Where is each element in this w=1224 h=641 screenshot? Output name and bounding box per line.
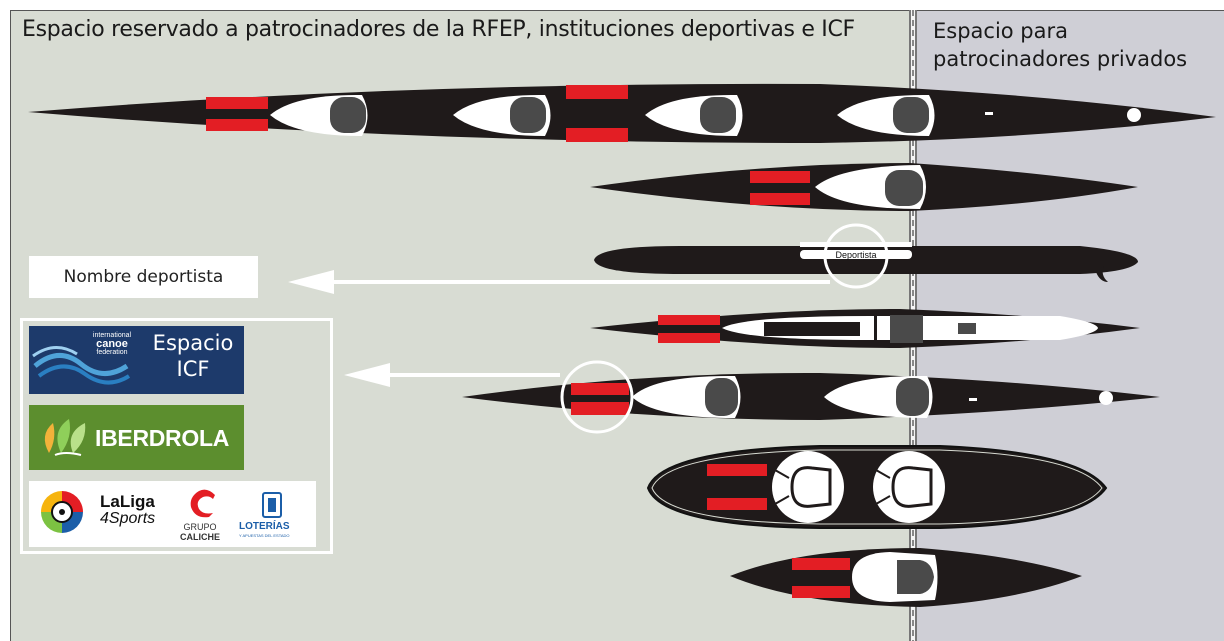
grupo-line2: CALICHE <box>180 532 220 542</box>
icf-title-line1: Espacio <box>152 331 234 355</box>
athlete-name-box: Nombre deportista <box>29 256 258 298</box>
rafting-boat-icon <box>646 445 1108 529</box>
k2-kayak-icon <box>462 360 1160 434</box>
iberdrola-wordmark: IBERDROLA <box>95 425 230 451</box>
paddle-board-icon: Deportista <box>594 223 1138 289</box>
loterias-icon <box>262 492 282 518</box>
icf-small-line2: federation <box>96 349 128 356</box>
icf-small-line1: international <box>92 332 132 339</box>
grupo-line1: GRUPO <box>183 522 217 532</box>
paddle-board-name-label: Deportista <box>835 250 876 260</box>
sponsor-logos-strip: LaLiga 4Sports GRUPO CALICHE LOTERÍAS Y … <box>29 481 316 547</box>
leaves-icon <box>44 419 86 456</box>
icf-wordmark: international canoe federation <box>85 332 139 356</box>
private-zone-title: Espacio para patrocinadores privados <box>933 17 1218 73</box>
logo-frame <box>20 318 333 554</box>
c1-canoe-icon <box>590 309 1140 348</box>
laliga-wordmark: LaLiga <box>100 492 155 511</box>
arrow-left-icon <box>288 270 830 294</box>
icf-space-title: Espacio ICF <box>147 330 239 382</box>
icf-wave-icon <box>32 346 131 385</box>
loterias-wordmark: LOTERÍAS <box>239 521 290 532</box>
icf-brand: canoe <box>96 338 128 350</box>
grupo-caliche-icon <box>190 489 215 518</box>
k4-kayak-icon <box>28 83 1216 143</box>
slalom-kayak-icon <box>730 548 1082 607</box>
laliga-4sports: 4Sports <box>100 510 156 527</box>
icf-title-line2: ICF <box>176 357 210 381</box>
private-zone-title-line1: Espacio para <box>933 19 1069 43</box>
k1-kayak-icon <box>590 163 1138 211</box>
grupo-caliche-wordmark: GRUPO CALICHE <box>177 522 223 542</box>
private-zone-title-line2: patrocinadores privados <box>933 47 1188 71</box>
federation-zone-title: Espacio reservado a patrocinadores de la… <box>22 17 855 42</box>
icf-logo: international canoe federation Espacio I… <box>29 326 244 394</box>
arrow-left-icon <box>344 363 560 387</box>
laliga-icon <box>41 491 83 533</box>
iberdrola-logo: IBERDROLA <box>29 405 244 470</box>
loterias-subtitle: Y APUESTAS DEL ESTADO <box>239 533 290 538</box>
